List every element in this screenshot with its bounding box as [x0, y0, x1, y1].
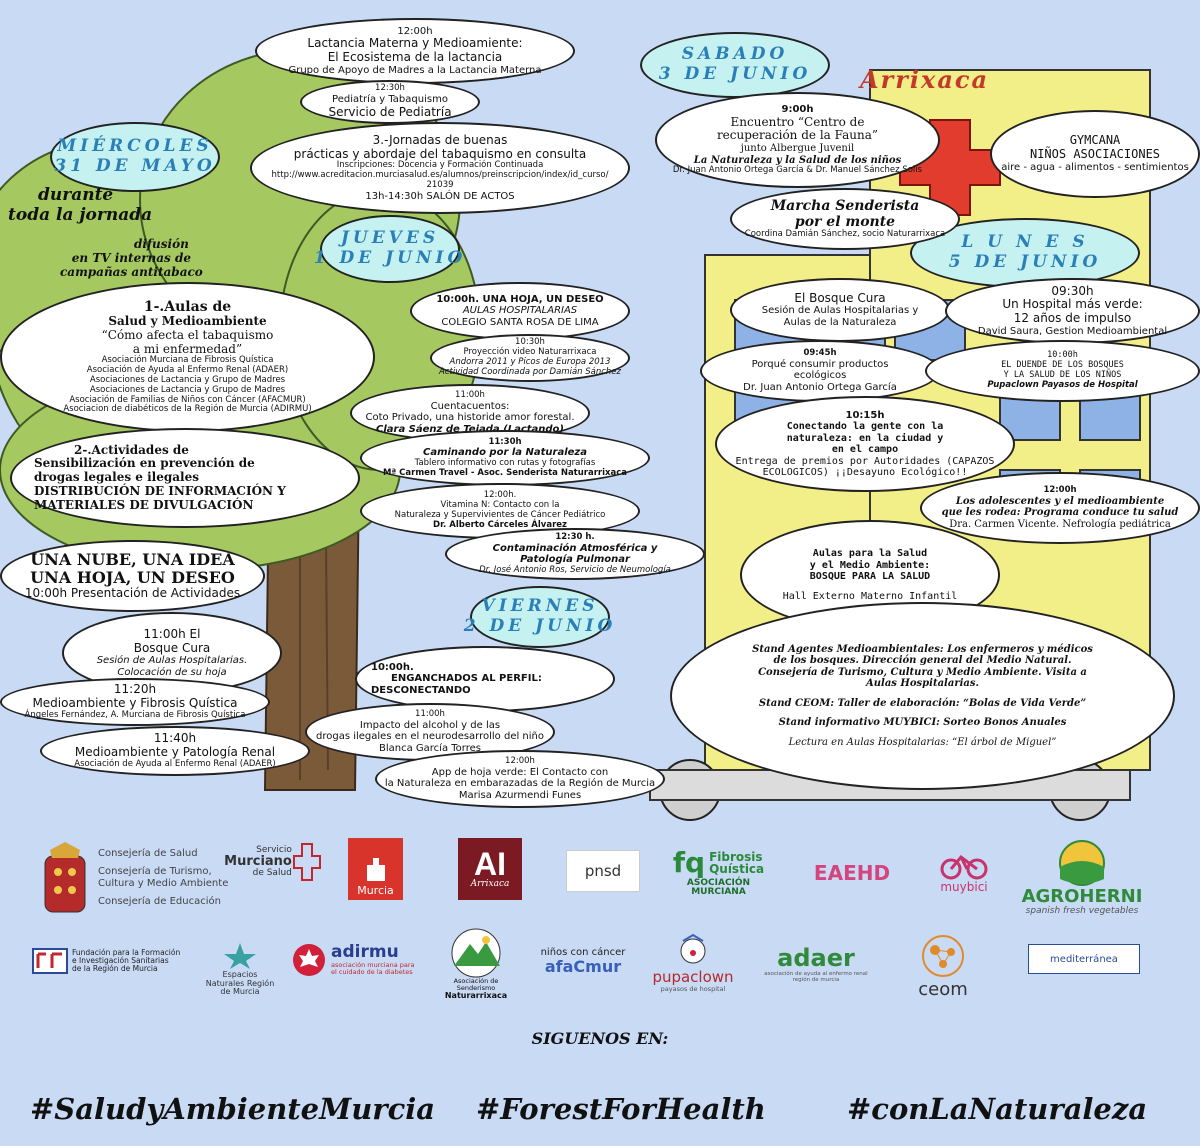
logo-afacmur: niños con cáncer afaCmur [540, 946, 626, 976]
thu-video-cloud: 10:30h Proyección video Naturarrixaca An… [430, 334, 630, 382]
mon-conectando-cloud: 10:15h Conectando la gente con la natura… [715, 396, 1015, 492]
mon-productos-cloud: 09:45h Porqué consumir productos ecológi… [700, 340, 940, 402]
logo-adaer: adaer asociación de ayuda al enfermo ren… [764, 943, 868, 984]
wed-renal-cloud: 11:40h Medioambiente y Patología Renal A… [40, 726, 310, 776]
logo-agroherni: AGROHERNI spanish fresh vegetables [1012, 836, 1152, 920]
mon-adolescentes-cloud: 12:00h Los adolescentes y el medioambien… [920, 472, 1200, 544]
logo-sms: Servicio Murciano de Salud [224, 840, 321, 884]
sms-cross-icon [292, 843, 321, 881]
clown-icon [680, 934, 706, 964]
logo-ayto-murcia: Murcia [348, 838, 403, 900]
wed-jornadas-cloud: 3.-Jornadas de buenas prácticas y aborda… [250, 122, 630, 214]
ffis-mark-icon [32, 948, 68, 974]
mon-duende-cloud: 10:00h EL DUENDE DE LOS BOSQUES Y LA SAL… [925, 340, 1200, 402]
mon-bosque-cloud: El Bosque Cura Sesión de Aulas Hospitala… [730, 278, 950, 342]
building-sign: Arrixaca [860, 65, 990, 94]
logo-ceom: ceom [908, 926, 978, 1006]
bicycle-icon [940, 855, 988, 880]
logo-eaehd: EAEHD [813, 861, 891, 885]
star-leaf-icon [224, 943, 256, 970]
logo-muybici: muybici [926, 846, 1002, 900]
maple-leaf-icon [293, 944, 325, 976]
wed-nube-cloud: UNA NUBE, UNA IDEA UNA HOJA, UN DESEO 10… [0, 540, 265, 612]
logo-arrixaca: AI Arrixaca [458, 838, 522, 900]
logo-pupaclown: pupaclown payasos de hospital [650, 928, 736, 998]
sat-marcha-cloud: Marcha Senderista por el monte Coordina … [730, 188, 960, 250]
thu-contaminacion-cloud: 12:30 h. Contaminación Atmosférica y Pat… [445, 528, 705, 580]
hashtag-naturaleza[interactable]: #conLaNaturaleza [847, 1092, 1148, 1126]
sat-encuentro-cloud: 9:00h Encuentro “Centro de recuperación … [655, 92, 940, 188]
wed-actividades-cloud: 2-.Actividades de Sensibilización en pre… [10, 428, 360, 528]
thu-hoja-cloud: 10:00h. UNA HOJA, UN DESEO AULAS HOSPITA… [410, 282, 630, 340]
logo-pnsd: pnsd [566, 850, 640, 892]
murcia-castle-icon [366, 857, 385, 881]
mon-hospital-cloud: 09:30h Un Hospital más verde: 12 años de… [945, 278, 1200, 344]
mon-stands-cloud: Stand Agentes Medioambientales: Los enfe… [670, 602, 1175, 790]
wed-pediatria-cloud: 12:30h Pediatría y Tabaquismo Servicio d… [300, 80, 480, 124]
hashtag-forest[interactable]: #ForestForHealth [476, 1092, 766, 1126]
fri-enganchados-cloud: 10:00h. ENGANCHADOS AL PERFIL: DESCONECT… [355, 646, 615, 712]
hashtag-salud[interactable]: #SaludyAmbienteMurcia [30, 1092, 436, 1126]
logo-consejeria: Consejería de Salud Consejería de Turism… [40, 838, 240, 918]
wed-lactancia-cloud: 12:00h Lactancia Materna y Medioamiente:… [255, 18, 575, 84]
thu-vitamina-cloud: 12:00h. Vitamina N: Contacto con la Natu… [360, 483, 640, 539]
logo-adirmu: adirmu asociación murciana para el cuida… [292, 940, 432, 980]
murcia-crest-icon [44, 842, 86, 913]
wed-aulas-cloud: 1-.Aulas de Salud y Medioambiente “Cómo … [0, 282, 375, 432]
fri-app-cloud: 12:00h App de hoja verde: El Contacto co… [375, 750, 665, 808]
follow-us-label: SIGUENOS EN: [531, 1029, 669, 1048]
thu-caminando-cloud: 11:30h Caminando por la Naturaleza Table… [360, 430, 650, 486]
sat-gymcana-cloud: GYMCANA NIÑOS ASOCIACIONES aire - agua -… [990, 110, 1200, 198]
wed-fibrosis-cloud: 11:20h Medioambiente y Fibrosis Quística… [0, 678, 270, 726]
mountain-icon [451, 928, 501, 978]
logo-mediterranea: mediterránea [1028, 944, 1140, 974]
ceom-network-icon [922, 935, 964, 978]
field-icon [1059, 840, 1105, 887]
